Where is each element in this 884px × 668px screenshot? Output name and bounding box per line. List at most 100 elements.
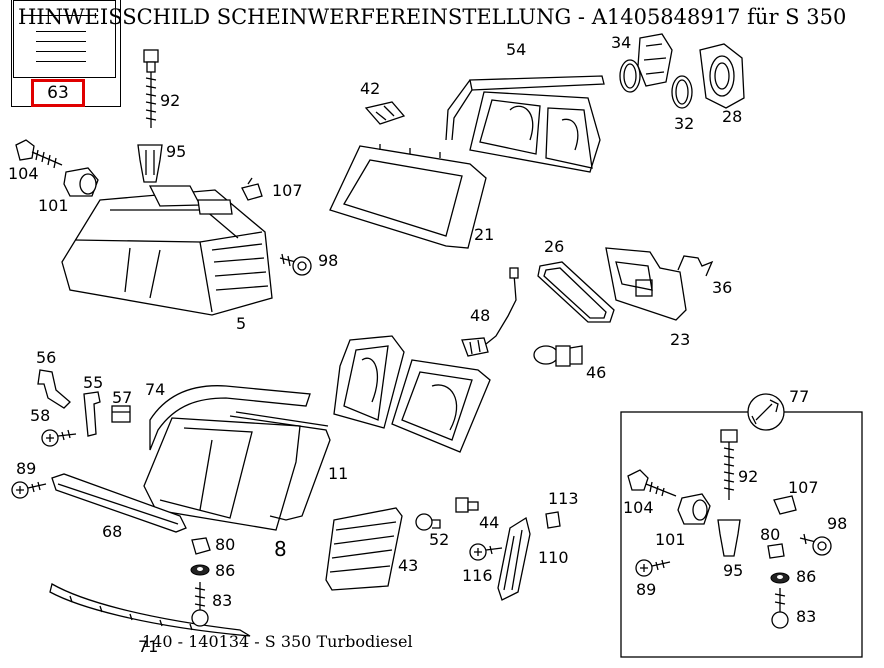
part-43-indicator-lens[interactable]: [325, 507, 403, 591]
inset-part-104-screw[interactable]: [627, 469, 677, 497]
callout-52[interactable]: 52: [429, 530, 449, 549]
callout-36[interactable]: 36: [712, 278, 732, 297]
inset-callout-83[interactable]: 83: [796, 607, 816, 626]
part-113-clip[interactable]: [545, 511, 561, 529]
part-116-screw[interactable]: [469, 543, 503, 561]
inset-part-101-nut[interactable]: [677, 493, 711, 525]
part-34-bulb-holder[interactable]: [637, 33, 673, 87]
part-68-trim-strip[interactable]: [51, 473, 187, 533]
callout-32[interactable]: 32: [674, 114, 694, 133]
inset-part-83-screw[interactable]: [771, 588, 789, 629]
callout-54[interactable]: 54: [506, 40, 526, 59]
part-107-clip-nut[interactable]: [241, 177, 263, 201]
callout-57[interactable]: 57: [112, 388, 132, 407]
callout-104[interactable]: 104: [8, 164, 39, 183]
callout-28[interactable]: 28: [722, 107, 742, 126]
inset-callout-104[interactable]: 104: [623, 498, 654, 517]
part-44-socket[interactable]: [455, 497, 479, 513]
inset-part-98-bolt[interactable]: [799, 533, 832, 556]
callout-74[interactable]: 74: [145, 380, 165, 399]
callout-107[interactable]: 107: [272, 181, 303, 200]
part-54-reflector-housing[interactable]: [469, 91, 601, 173]
part-32-ring[interactable]: [619, 59, 693, 109]
callout-48[interactable]: 48: [470, 306, 490, 325]
part-46-bulb[interactable]: [533, 345, 583, 367]
callout-113[interactable]: 113: [548, 489, 579, 508]
part-5-headlamp-assembly[interactable]: [61, 185, 273, 316]
part-36-spring-clip[interactable]: [677, 255, 714, 277]
callout-71[interactable]: 71: [138, 637, 158, 656]
part-57-clip[interactable]: [111, 405, 131, 423]
part-74-seal[interactable]: [149, 385, 311, 451]
callout-11[interactable]: 11: [328, 464, 348, 483]
inset-callout-98[interactable]: 98: [827, 514, 847, 533]
part-101-nut[interactable]: [63, 167, 99, 197]
callout-5[interactable]: 5: [236, 314, 246, 333]
inset-callout-80[interactable]: 80: [760, 525, 780, 544]
callout-83[interactable]: 83: [212, 591, 232, 610]
callout-44[interactable]: 44: [479, 513, 499, 532]
part-21-housing-frame[interactable]: [329, 144, 487, 249]
callout-92[interactable]: 92: [160, 91, 180, 110]
inset-part-95-clip[interactable]: [717, 519, 741, 557]
part-26-gasket[interactable]: [537, 261, 615, 323]
selected-part-callout-63[interactable]: 63: [31, 79, 85, 107]
part-reflector-left[interactable]: [333, 335, 405, 429]
part-95-clip[interactable]: [137, 144, 163, 183]
callout-21[interactable]: 21: [474, 225, 494, 244]
part-42-clip[interactable]: [364, 101, 406, 125]
part-58-screw[interactable]: [41, 429, 77, 447]
callout-8[interactable]: 8: [274, 537, 287, 561]
inset-part-89-screw[interactable]: [635, 559, 671, 577]
callout-26[interactable]: 26: [544, 237, 564, 256]
callout-46[interactable]: 46: [586, 363, 606, 382]
part-55-bracket[interactable]: [83, 391, 101, 437]
callout-77[interactable]: 77: [789, 387, 809, 406]
inset-callout-89[interactable]: 89: [636, 580, 656, 599]
inset-callout-92[interactable]: 92: [738, 467, 758, 486]
part-8-headlamp-lens[interactable]: [143, 417, 301, 531]
inset-callout-86[interactable]: 86: [796, 567, 816, 586]
callout-43[interactable]: 43: [398, 556, 418, 575]
part-83-screw[interactable]: [191, 582, 209, 627]
part-92-adjusting-screw[interactable]: [143, 49, 159, 128]
inset-part-80-clip[interactable]: [767, 543, 785, 559]
callout-86[interactable]: 86: [215, 561, 235, 580]
part-48-bulb-cable[interactable]: [461, 267, 519, 357]
part-52-bulb[interactable]: [415, 513, 441, 531]
part-89-screw[interactable]: [11, 481, 47, 499]
callout-23[interactable]: 23: [670, 330, 690, 349]
callout-95[interactable]: 95: [166, 142, 186, 161]
callout-55[interactable]: 55: [83, 373, 103, 392]
part-11-gasket[interactable]: [229, 411, 331, 521]
callout-68[interactable]: 68: [102, 522, 122, 541]
part-54-seal[interactable]: [445, 75, 605, 141]
inset-part-107-clip[interactable]: [773, 495, 797, 515]
part-reflector-right[interactable]: [391, 359, 491, 453]
part-110-bracket[interactable]: [497, 516, 531, 601]
inset-part-86-washer[interactable]: [770, 572, 790, 584]
part-86-washer[interactable]: [190, 564, 210, 576]
callout-110[interactable]: 110: [538, 548, 569, 567]
callout-42[interactable]: 42: [360, 79, 380, 98]
callout-101[interactable]: 101: [38, 196, 69, 215]
inset-part-92-screw[interactable]: [720, 429, 738, 500]
callout-89[interactable]: 89: [16, 459, 36, 478]
callout-56[interactable]: 56: [36, 348, 56, 367]
part-80-clip[interactable]: [191, 537, 211, 555]
part-71-moulding[interactable]: [49, 583, 251, 637]
callout-34[interactable]: 34: [611, 33, 631, 52]
inset-callout-101[interactable]: 101: [655, 530, 686, 549]
part-28-bulb-socket[interactable]: [699, 43, 745, 109]
part-98-bolt[interactable]: [279, 253, 312, 276]
inset-callout-107[interactable]: 107: [788, 478, 819, 497]
part-56-bracket[interactable]: [37, 369, 71, 409]
part-23-lamp-cover[interactable]: [605, 247, 687, 321]
callout-58[interactable]: 58: [30, 406, 50, 425]
callout-98[interactable]: 98: [318, 251, 338, 270]
inset-callout-95[interactable]: 95: [723, 561, 743, 580]
callout-80[interactable]: 80: [215, 535, 235, 554]
callout-116[interactable]: 116: [462, 566, 493, 585]
part-104-screw[interactable]: [15, 139, 63, 169]
